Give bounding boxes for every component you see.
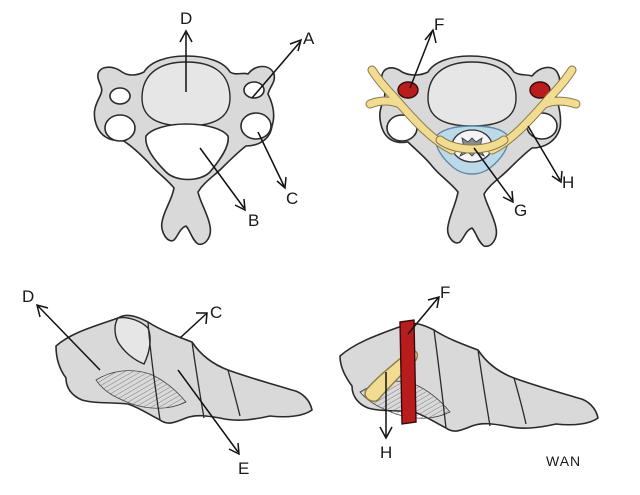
label-b: B bbox=[248, 211, 259, 230]
label-d: D bbox=[180, 9, 192, 28]
label-d: D bbox=[22, 287, 34, 306]
arrow-d-lateral bbox=[35, 303, 101, 371]
arrow-d-top bbox=[179, 29, 193, 92]
label-g: G bbox=[514, 201, 527, 220]
vertebral-body bbox=[427, 61, 517, 127]
arrow-b-top bbox=[199, 147, 246, 212]
arrow-c-lateral bbox=[179, 312, 208, 339]
vertebra-lateral-view-right: F H bbox=[339, 283, 599, 462]
arrow-e-lateral bbox=[177, 369, 240, 456]
artist-signature: WAN bbox=[546, 453, 581, 469]
label-f: F bbox=[434, 15, 444, 34]
label-h: H bbox=[380, 443, 392, 462]
arrow-f-lateral bbox=[407, 295, 440, 335]
vertebra-lateral-view-left: D C E bbox=[22, 287, 313, 478]
transverse-foramen-right bbox=[240, 112, 272, 140]
transverse-foramen-right-upper bbox=[243, 81, 265, 99]
label-e: E bbox=[238, 459, 249, 478]
vertebral-artery-lateral bbox=[399, 319, 417, 425]
transverse-foramen-left bbox=[104, 114, 136, 142]
articular-facet bbox=[114, 316, 151, 365]
vertebral-foramen bbox=[145, 123, 230, 181]
label-c: C bbox=[210, 303, 222, 322]
label-c: C bbox=[286, 189, 298, 208]
transverse-foramen-left-upper bbox=[109, 87, 131, 105]
vertebral-artery-right bbox=[529, 81, 551, 99]
arrow-a-top bbox=[251, 38, 303, 99]
arrow-h-lateral bbox=[379, 372, 393, 440]
arrow-h-top bbox=[527, 125, 563, 184]
arrow-g-top bbox=[473, 147, 514, 204]
label-f: F bbox=[440, 283, 450, 302]
label-a: A bbox=[303, 29, 315, 48]
arrow-c-top bbox=[257, 131, 287, 190]
vertebra-top-view-left: D A B C bbox=[93, 9, 315, 246]
hatched-shadow bbox=[95, 370, 187, 409]
spinal-nerves bbox=[365, 65, 581, 155]
vertebra-top-view-right: F G H bbox=[365, 15, 581, 248]
arrow-f-top bbox=[409, 28, 437, 89]
label-h: H bbox=[562, 173, 574, 192]
vertebral-artery-left bbox=[397, 81, 419, 99]
vertebra-lateral-outline bbox=[55, 314, 313, 424]
vertebral-body bbox=[141, 61, 231, 127]
